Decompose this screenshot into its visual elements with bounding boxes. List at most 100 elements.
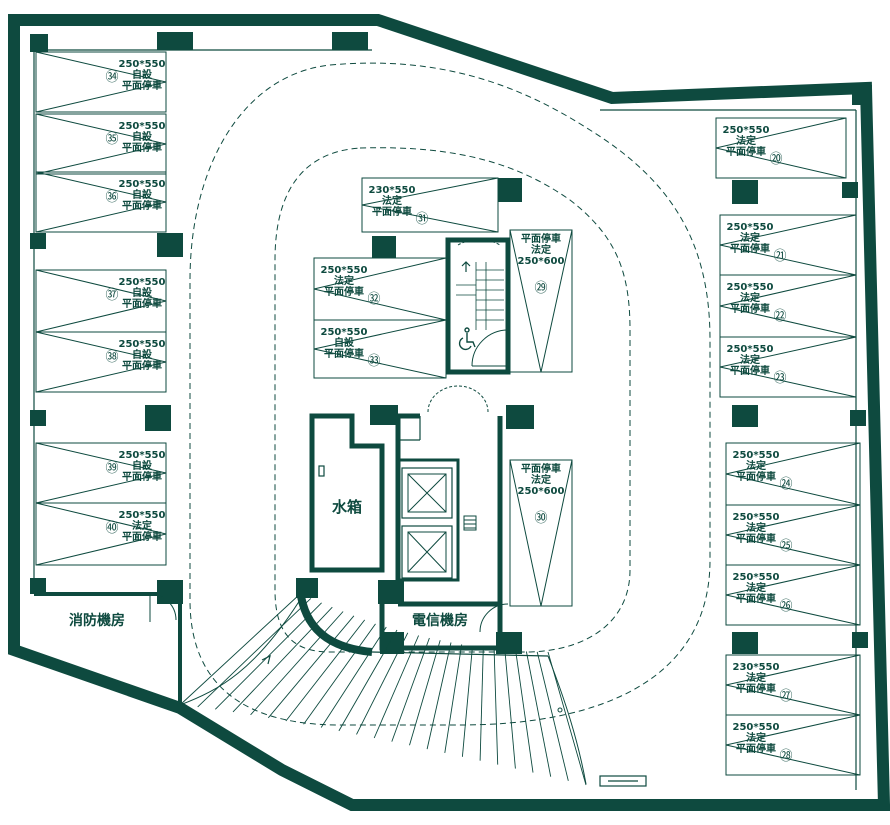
stall-text-line: 平面停車 (736, 532, 776, 545)
stall-wedge (719, 274, 857, 338)
ramp-step-line (338, 629, 398, 732)
stall-number: ㉙ (534, 281, 547, 296)
ramp-step-line (493, 648, 499, 765)
ramp-step-line (197, 598, 312, 708)
drive-aisle-inner-dashed (274, 147, 631, 653)
stall-text-line: 平面停車 (122, 359, 162, 372)
stall-wedge (361, 177, 499, 233)
central-core (309, 237, 511, 651)
stall-text-line: 250*550 (733, 572, 780, 583)
room-label-fire: 消防機房 (69, 612, 125, 629)
stall-text-line: 法定 (382, 194, 402, 207)
stall-text-line: 250*550 (733, 450, 780, 461)
stall-number: ㊱ (105, 190, 118, 205)
ramp-step-line (179, 593, 301, 706)
stall-wedge (35, 502, 167, 566)
door-grille-bottom (599, 775, 647, 787)
stall-text-line: 法定 (736, 134, 756, 147)
stall-wedge (719, 336, 857, 398)
stall-number: ㉞ (105, 70, 118, 85)
stall-text-line: 250*550 (119, 59, 166, 70)
stall-wedge (725, 564, 861, 626)
stall-text-line: 法定 (531, 243, 551, 256)
stall-text-line: 法定 (746, 731, 766, 744)
stall-text-line: 平面停車 (122, 530, 162, 543)
stall-text-line: 自設 (132, 459, 153, 472)
stall-text-line: 250*550 (321, 327, 368, 338)
room-partitions (34, 592, 509, 705)
stall-text-line: 法定 (746, 671, 766, 684)
stall-number: ㊵ (105, 521, 118, 536)
stall-text-line: 法定 (740, 353, 760, 366)
outer-wall (8, 14, 890, 811)
stall-wedge (719, 214, 857, 276)
ramp-step-line (504, 650, 516, 769)
stall-text-line: 平面停車 (122, 470, 162, 483)
stall-wedge (509, 229, 573, 373)
ramp (179, 589, 587, 786)
stall-number: ㉚ (534, 511, 547, 526)
stall-wedge (725, 654, 861, 716)
stall-text-line: 法定 (531, 473, 551, 486)
stall-wedge (35, 51, 167, 113)
wheelchair-icon (458, 327, 476, 351)
stall-text-line: 250*550 (119, 277, 166, 288)
stall-text-line: 平面停車 (736, 742, 776, 755)
stall-text-line: 平面停車 (736, 592, 776, 605)
stall-number: ㉜ (367, 292, 380, 307)
ramp-step-line (444, 644, 463, 753)
ramp-step-line (267, 615, 355, 719)
stall-text-line: 自設 (334, 336, 355, 349)
ramp-step-line (373, 635, 420, 739)
inner-wall-line (33, 49, 857, 790)
stall-text-line: 250*550 (119, 121, 166, 132)
stall-text-line: 250*550 (727, 344, 774, 355)
stall-text-line: 自設 (132, 286, 153, 299)
stall-text-line: 250*550 (733, 512, 780, 523)
stall-text-line: 自設 (132, 348, 153, 361)
stall-wedge (313, 319, 447, 379)
stall-number: ㉖ (779, 599, 792, 614)
stall-number: ㉗ (779, 689, 792, 704)
drive-aisle-outer-dashed (189, 62, 711, 726)
ramp-step-line (303, 623, 376, 725)
stall-text-line: 250*550 (119, 510, 166, 521)
room-label-water-tank: 水箱 (332, 498, 362, 516)
ramp-step-line (232, 606, 333, 713)
stall-text-line: 自設 (132, 130, 153, 143)
stall-text-line: 法定 (132, 519, 152, 532)
room-label-telecom: 電信機房 (412, 612, 468, 629)
stall-text-line: 平面停車 (122, 297, 162, 310)
stall-text-line: 平面停車 (736, 682, 776, 695)
stall-number: ㊴ (105, 461, 118, 476)
ramp-step-line (214, 602, 322, 710)
ramp-step-line (250, 611, 344, 716)
stall-text-line: 250*550 (119, 450, 166, 461)
stall-text-line: 250*550 (321, 265, 368, 276)
stall-text-line: 法定 (334, 274, 354, 287)
columns (30, 32, 872, 654)
ramp-step-line (515, 650, 534, 773)
ramp-step-line (536, 651, 569, 781)
stall-text-line: 平面停車 (730, 242, 770, 255)
stall-wedge (35, 442, 167, 504)
stall-text-line: 平面停車 (324, 347, 364, 360)
ramp-step-line (426, 642, 452, 750)
stall-text-line: 250*550 (727, 282, 774, 293)
stall-wedge (509, 459, 573, 607)
stall-text-line: 250*600 (518, 486, 565, 497)
ramp-step-line (356, 632, 409, 735)
stall-text-line: 平面停車 (730, 364, 770, 377)
stall-number: ㉘ (779, 749, 792, 764)
stall-number: ㉝ (367, 354, 380, 369)
